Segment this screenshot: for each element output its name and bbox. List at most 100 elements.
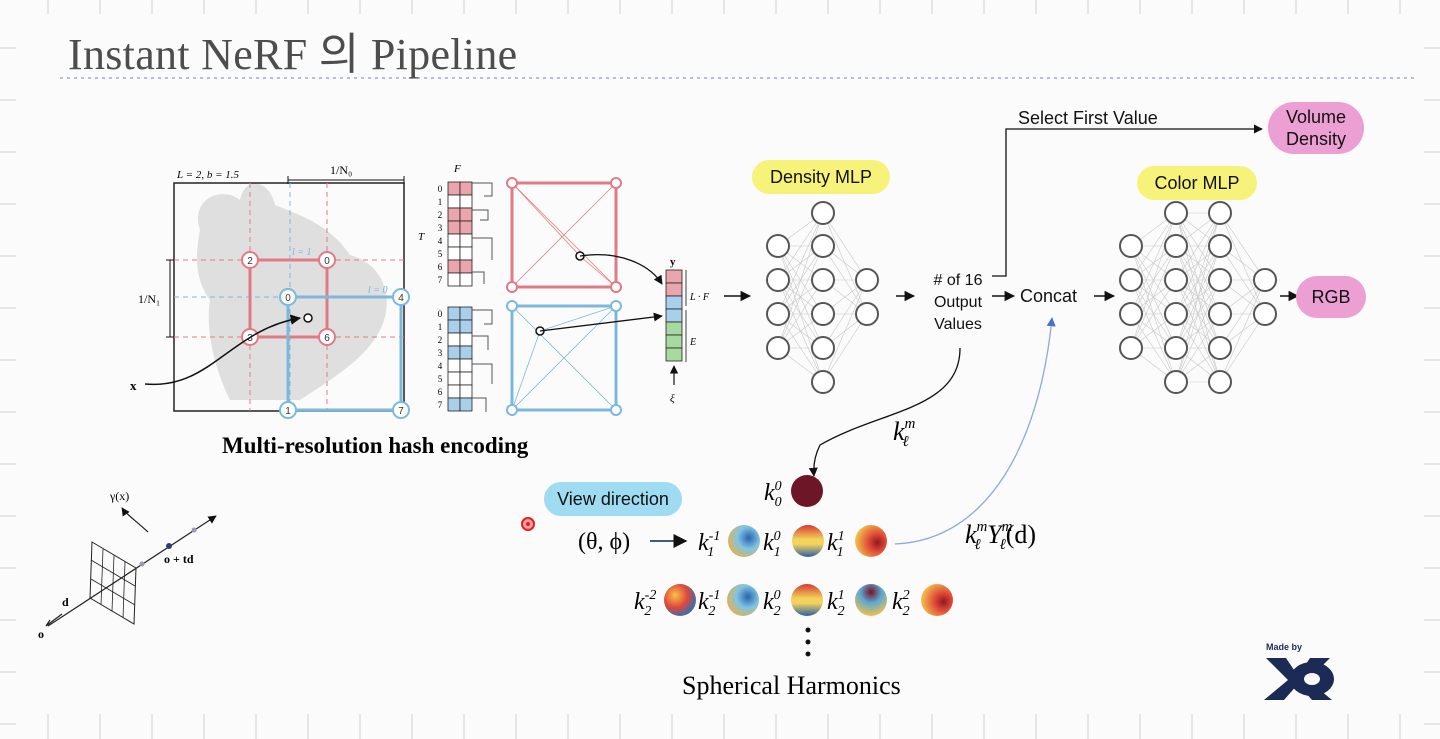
- hash-table-cell: [447, 233, 461, 248]
- hash-table-cell: [447, 345, 461, 360]
- mlp-neuron: [1208, 370, 1232, 394]
- spherical-harmonics-caption: Spherical Harmonics: [682, 671, 901, 700]
- x-input-label: x: [130, 378, 137, 393]
- volume-density-output: Volume Density: [1268, 102, 1364, 154]
- hash-table-cell: [459, 272, 473, 287]
- hash-params-label: L = 2, b = 1.5: [176, 169, 240, 181]
- d-label: d: [62, 595, 69, 609]
- feature-vector-cell: [665, 269, 683, 284]
- sh-sphere-l2-m0: [791, 584, 823, 616]
- inv-n1-label: 1/N₁: [138, 292, 160, 306]
- mlp-neuron: [1208, 336, 1232, 360]
- hash-table-cell: [447, 181, 461, 196]
- made-by-label: Made by: [1266, 642, 1303, 652]
- grid-corner: [392, 288, 410, 306]
- made-by-xo-logo: [1264, 658, 1334, 700]
- hash-table-row-index: 7: [438, 400, 443, 410]
- grid-corner-label: 2: [247, 256, 253, 267]
- hash-table-cell: [459, 384, 473, 399]
- grid-corner: [318, 251, 336, 269]
- gamma-x-label: γ(x): [109, 489, 129, 503]
- feature-vector-cell: [665, 308, 683, 323]
- hash-table-cell: [447, 306, 461, 321]
- mlp-neuron: [1253, 302, 1277, 326]
- grid-corner-label: 6: [324, 333, 330, 344]
- concat-label: Concat: [1020, 286, 1078, 306]
- hash-table-row-index: 1: [438, 197, 443, 207]
- hash-table-cell: [459, 246, 473, 261]
- output-values-line3: Values: [934, 316, 982, 333]
- hash-table-cell: [459, 332, 473, 347]
- hash-table-cell: [447, 246, 461, 261]
- hash-table-cell: [447, 319, 461, 334]
- grid-corner: [241, 251, 259, 269]
- mlp-neuron: [1164, 336, 1188, 360]
- lf-label: L · F: [689, 292, 710, 303]
- mlp-neuron: [1208, 234, 1232, 258]
- color-mlp-network: [1119, 201, 1277, 394]
- f-label: F: [453, 163, 461, 175]
- hash-table-cell: [447, 220, 461, 235]
- mlp-neuron: [811, 370, 835, 394]
- hash-table-row-index: 7: [438, 275, 443, 285]
- sh-sphere-l1-m1: [855, 525, 887, 557]
- hash-table-cell: [447, 207, 461, 222]
- grid-corner: [318, 328, 336, 346]
- hash-table-cell: [459, 181, 473, 196]
- mlp-neuron: [1208, 302, 1232, 326]
- hash-table-row-index: 6: [438, 387, 443, 397]
- density-mlp-network: [766, 201, 879, 394]
- o-td-label: o + td: [164, 552, 194, 566]
- e-label: E: [689, 337, 696, 348]
- theta-phi-label: (θ, ϕ): [578, 529, 630, 555]
- feature-vector-cell: [665, 295, 683, 310]
- mlp-neuron: [811, 201, 835, 225]
- hash-table-row-index: 2: [438, 335, 443, 345]
- hash-table-row-index: 5: [438, 249, 443, 259]
- level0-label: l = 0: [368, 285, 388, 296]
- mlp-neuron: [1119, 336, 1143, 360]
- hash-table-row-index: 5: [438, 374, 443, 384]
- hash-table-row-index: 0: [438, 184, 443, 194]
- hash-table-cell: [447, 384, 461, 399]
- sh-sphere-l1-m-1: [728, 525, 760, 557]
- hash-table-row-index: 4: [438, 236, 443, 246]
- hash-table-row-index: 3: [438, 223, 443, 233]
- grid-corner-label: 0: [324, 256, 330, 267]
- hash-table-row-index: 0: [438, 309, 443, 319]
- hash-encoding-caption: Multi-resolution hash encoding: [222, 433, 529, 458]
- mlp-neuron: [1253, 268, 1277, 292]
- hash-table-cell: [459, 319, 473, 334]
- y-label: y: [670, 256, 676, 268]
- grid-corner: [279, 288, 297, 306]
- feature-vector-cell: [665, 282, 683, 297]
- hash-table-cell: [447, 397, 461, 412]
- t-label: T: [418, 231, 425, 243]
- hash-table-cell: [459, 358, 473, 373]
- mlp-neuron: [811, 302, 835, 326]
- volume-density-line1: Volume: [1285, 107, 1347, 127]
- hash-table-cell: [447, 272, 461, 287]
- mlp-neuron: [1119, 302, 1143, 326]
- grid-corner-label: 1: [285, 406, 291, 417]
- feature-vector-cell: [665, 347, 683, 362]
- feature-vector-cell: [665, 334, 683, 349]
- grid-corner-label: 4: [398, 293, 404, 304]
- o-label: o: [38, 627, 44, 641]
- mlp-neuron: [811, 234, 835, 258]
- mlp-neuron: [1164, 268, 1188, 292]
- mlp-neuron: [766, 302, 790, 326]
- spherical-harmonics: [664, 475, 953, 657]
- hash-table-row-index: 1: [438, 322, 443, 332]
- level1-label: l = 1: [292, 247, 312, 258]
- mlp-neuron: [1208, 201, 1232, 225]
- inv-n0-label: 1/N₀: [330, 163, 352, 177]
